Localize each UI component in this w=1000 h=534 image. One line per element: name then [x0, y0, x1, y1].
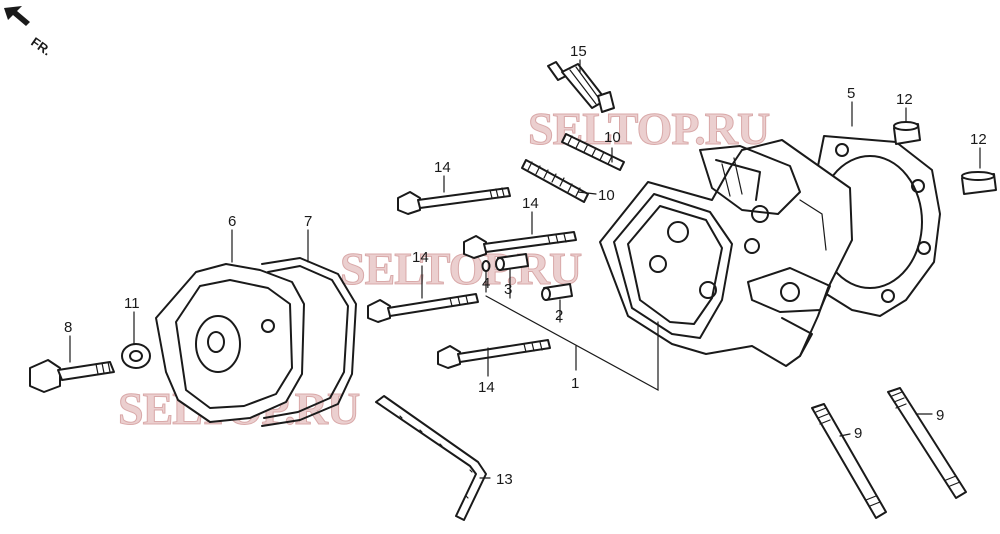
callout-14-top: 14: [434, 159, 451, 176]
front-direction-arrow-icon: [4, 6, 30, 26]
head-bolt-2: [463, 231, 577, 259]
stud-lower: [521, 159, 589, 203]
watermark-middle: SELTOP.RU: [340, 243, 582, 294]
dowel-pin-b: [961, 171, 997, 195]
cover-bolt: [29, 359, 115, 393]
sealing-washer: [121, 343, 151, 369]
callout-11: 11: [124, 295, 140, 312]
head-cover: [155, 263, 305, 423]
front-direction-label: FR.: [28, 34, 54, 58]
dowel-pin-3: [495, 253, 529, 271]
callout-13: 13: [496, 471, 513, 488]
leader-lines: [69, 59, 981, 479]
tool-wrench: [375, 395, 487, 521]
callout-14-bottom: 14: [478, 379, 495, 396]
dowel-pin-2: [541, 283, 573, 301]
callout-10-upper: 10: [604, 129, 621, 146]
long-stud-a: [811, 403, 887, 519]
head-bolt-1: [397, 187, 511, 215]
callout-7: 7: [304, 213, 312, 230]
callout-4: 4: [482, 275, 490, 292]
callout-1: 1: [571, 375, 579, 392]
callout-9-left: 9: [854, 425, 862, 442]
callout-5: 5: [847, 85, 855, 102]
callout-9-right: 9: [936, 407, 944, 424]
dowel-pin-a: [893, 121, 921, 145]
callout-12-left: 12: [896, 91, 913, 108]
stud-upper: [561, 133, 625, 171]
o-ring: [481, 260, 491, 272]
spark-plug: [547, 61, 615, 113]
callout-3: 3: [504, 281, 512, 298]
cylinder-head: [599, 139, 853, 367]
long-stud-b: [887, 387, 967, 499]
head-bolt-3: [367, 293, 479, 323]
callout-14-upper-middle: 14: [522, 195, 539, 212]
callout-14-left: 14: [412, 249, 429, 266]
callout-12-right: 12: [970, 131, 987, 148]
callout-8: 8: [64, 319, 72, 336]
callout-10-lower: 10: [598, 187, 615, 204]
callout-15: 15: [570, 43, 587, 60]
callout-2: 2: [555, 307, 563, 324]
head-cover-gasket: [261, 257, 357, 427]
callout-6: 6: [228, 213, 236, 230]
head-bolt-4: [437, 339, 551, 369]
